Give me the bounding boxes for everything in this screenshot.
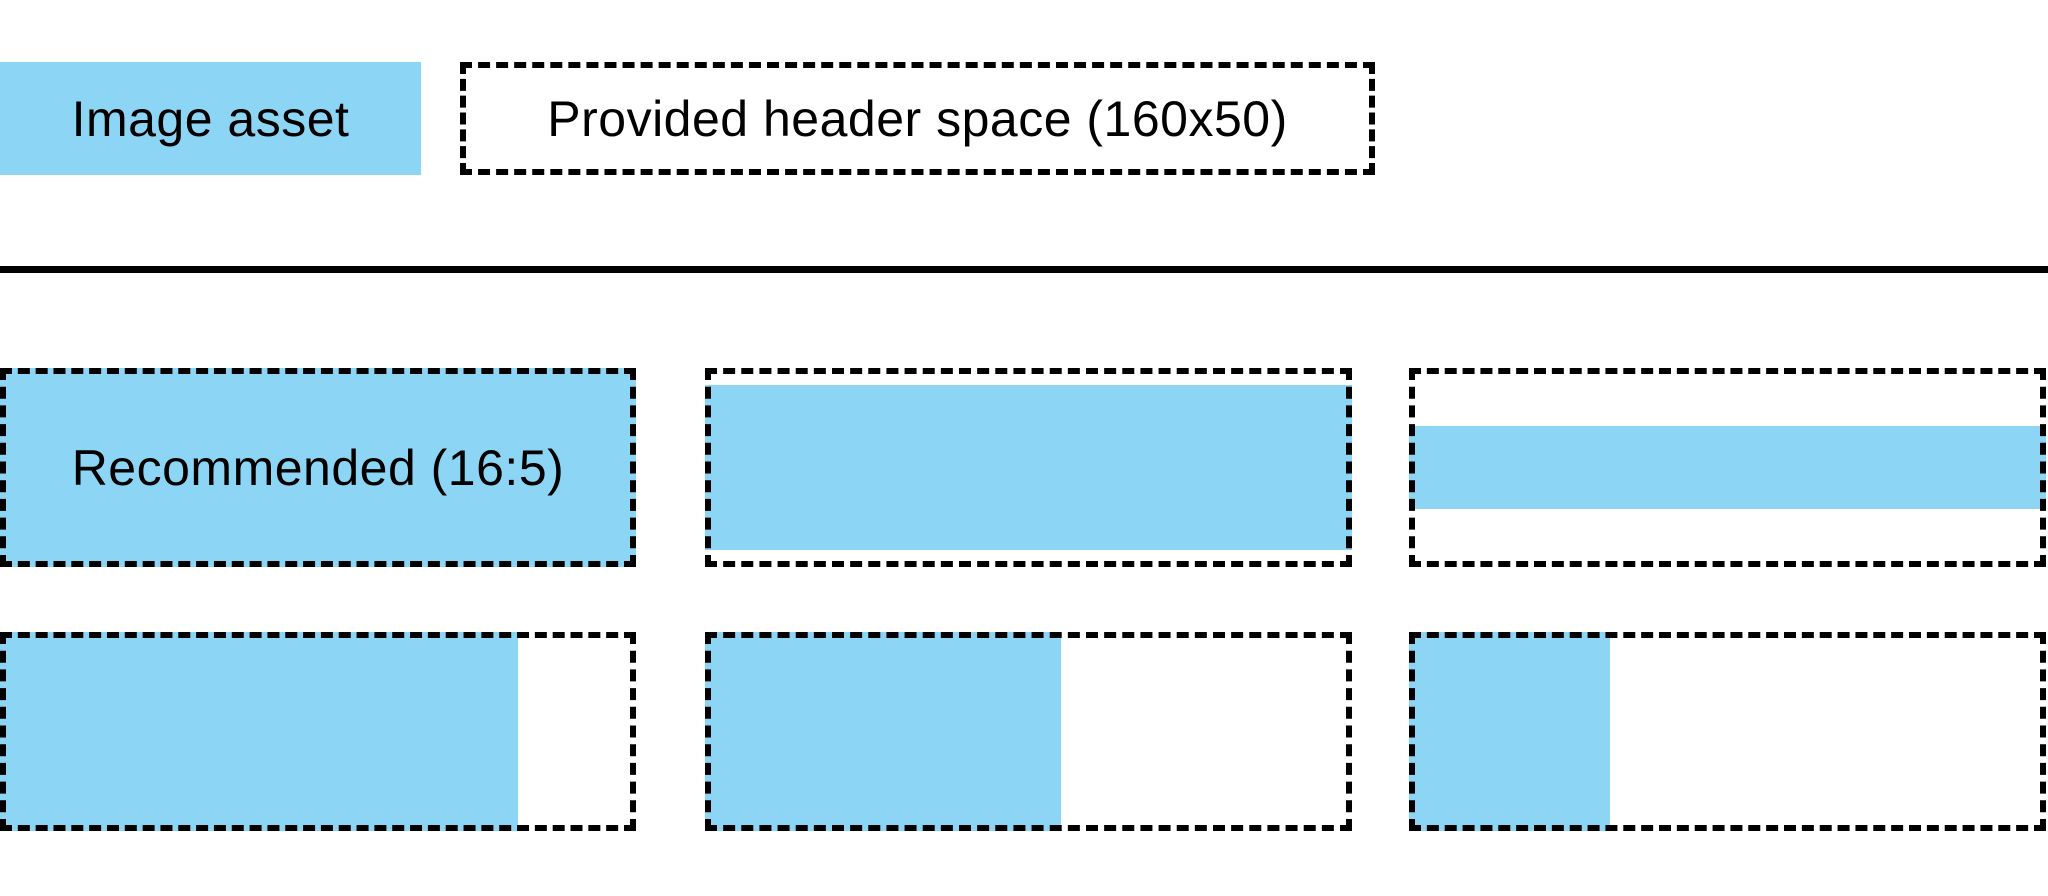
legend-header-space-box: Provided header space (160x50) — [460, 62, 1375, 175]
recommended-label: Recommended (16:5) — [71, 439, 565, 496]
image-asset-fill — [0, 632, 519, 831]
example-cell-tall-55pct — [705, 632, 1352, 831]
image-asset-fill — [1409, 425, 2046, 510]
legend-image-asset-label: Image asset — [71, 90, 350, 147]
legend-header-space-label: Provided header space (160x50) — [547, 90, 1288, 147]
image-asset-fill — [1409, 632, 1610, 831]
recommended-label-wrap: Recommended (16:5) — [0, 368, 636, 567]
example-cell-tall-81pct — [0, 632, 636, 831]
legend-image-asset-swatch: Image asset — [0, 62, 421, 175]
image-asset-fill — [705, 632, 1061, 831]
section-divider — [0, 266, 2048, 273]
example-cell-wide-centered — [705, 368, 1352, 567]
example-cell-strip-centered — [1409, 368, 2046, 567]
example-cell-recommended: Recommended (16:5) — [0, 368, 636, 567]
image-asset-fill — [705, 384, 1352, 551]
example-cell-tall-32pct — [1409, 632, 2046, 831]
image-asset-fill — [0, 368, 636, 567]
